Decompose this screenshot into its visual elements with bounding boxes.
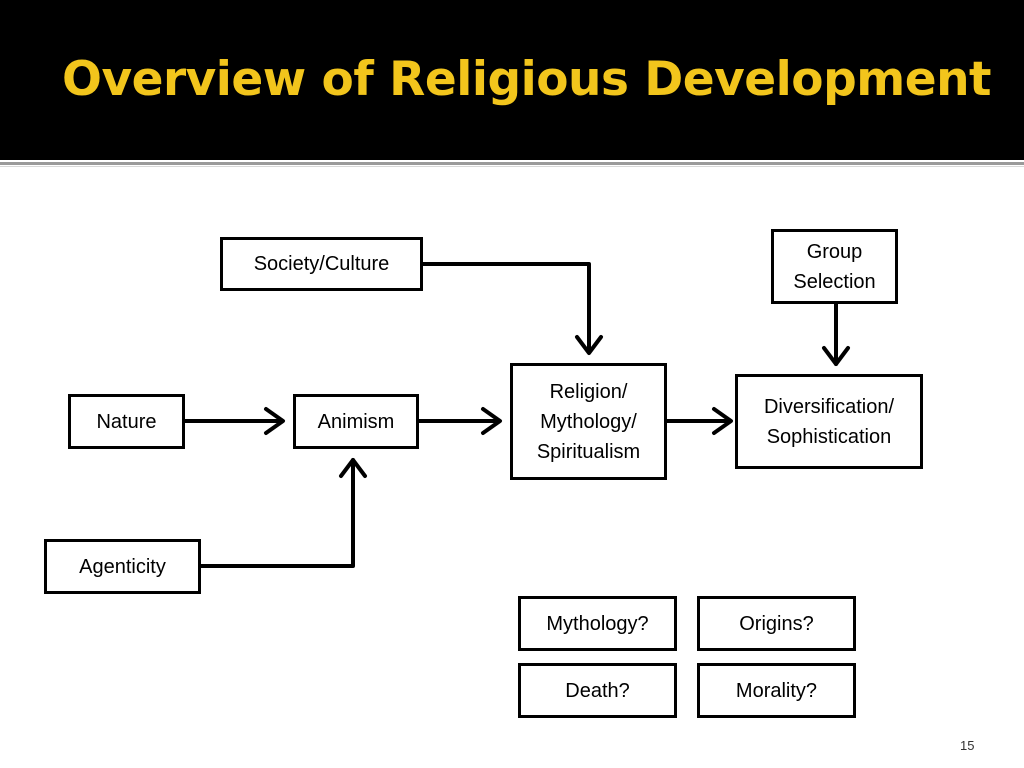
node-origins-question: Origins? bbox=[697, 596, 856, 651]
slide-title: Overview of Religious Development bbox=[62, 52, 992, 107]
page-number: 15 bbox=[960, 738, 975, 753]
node-diversification: Diversification/ Sophistication bbox=[735, 374, 923, 469]
node-society-culture: Society/Culture bbox=[220, 237, 423, 291]
arrowhead-nature-to-animism bbox=[264, 407, 285, 435]
slide-header: Overview of Religious Development bbox=[0, 0, 1024, 160]
arrowhead-group-to-diversification bbox=[822, 346, 850, 366]
header-divider bbox=[0, 162, 1024, 165]
node-nature: Nature bbox=[68, 394, 185, 449]
node-religion: Religion/ Mythology/ Spiritualism bbox=[510, 363, 667, 480]
node-animism: Animism bbox=[293, 394, 419, 449]
header-divider-light bbox=[0, 166, 1024, 167]
arrowhead-religion-to-diversification bbox=[712, 407, 733, 435]
arrowhead-society-to-religion bbox=[575, 335, 603, 355]
arrowhead-animism-to-religion bbox=[481, 407, 502, 435]
node-death-question: Death? bbox=[518, 663, 677, 718]
node-group-selection: Group Selection bbox=[771, 229, 898, 304]
connector-society-to-religion bbox=[421, 262, 591, 354]
node-morality-question: Morality? bbox=[697, 663, 856, 718]
connector-agenticity-to-animism bbox=[198, 458, 355, 568]
arrowhead-agenticity-to-animism bbox=[339, 458, 367, 478]
node-agenticity: Agenticity bbox=[44, 539, 201, 594]
node-mythology-question: Mythology? bbox=[518, 596, 677, 651]
